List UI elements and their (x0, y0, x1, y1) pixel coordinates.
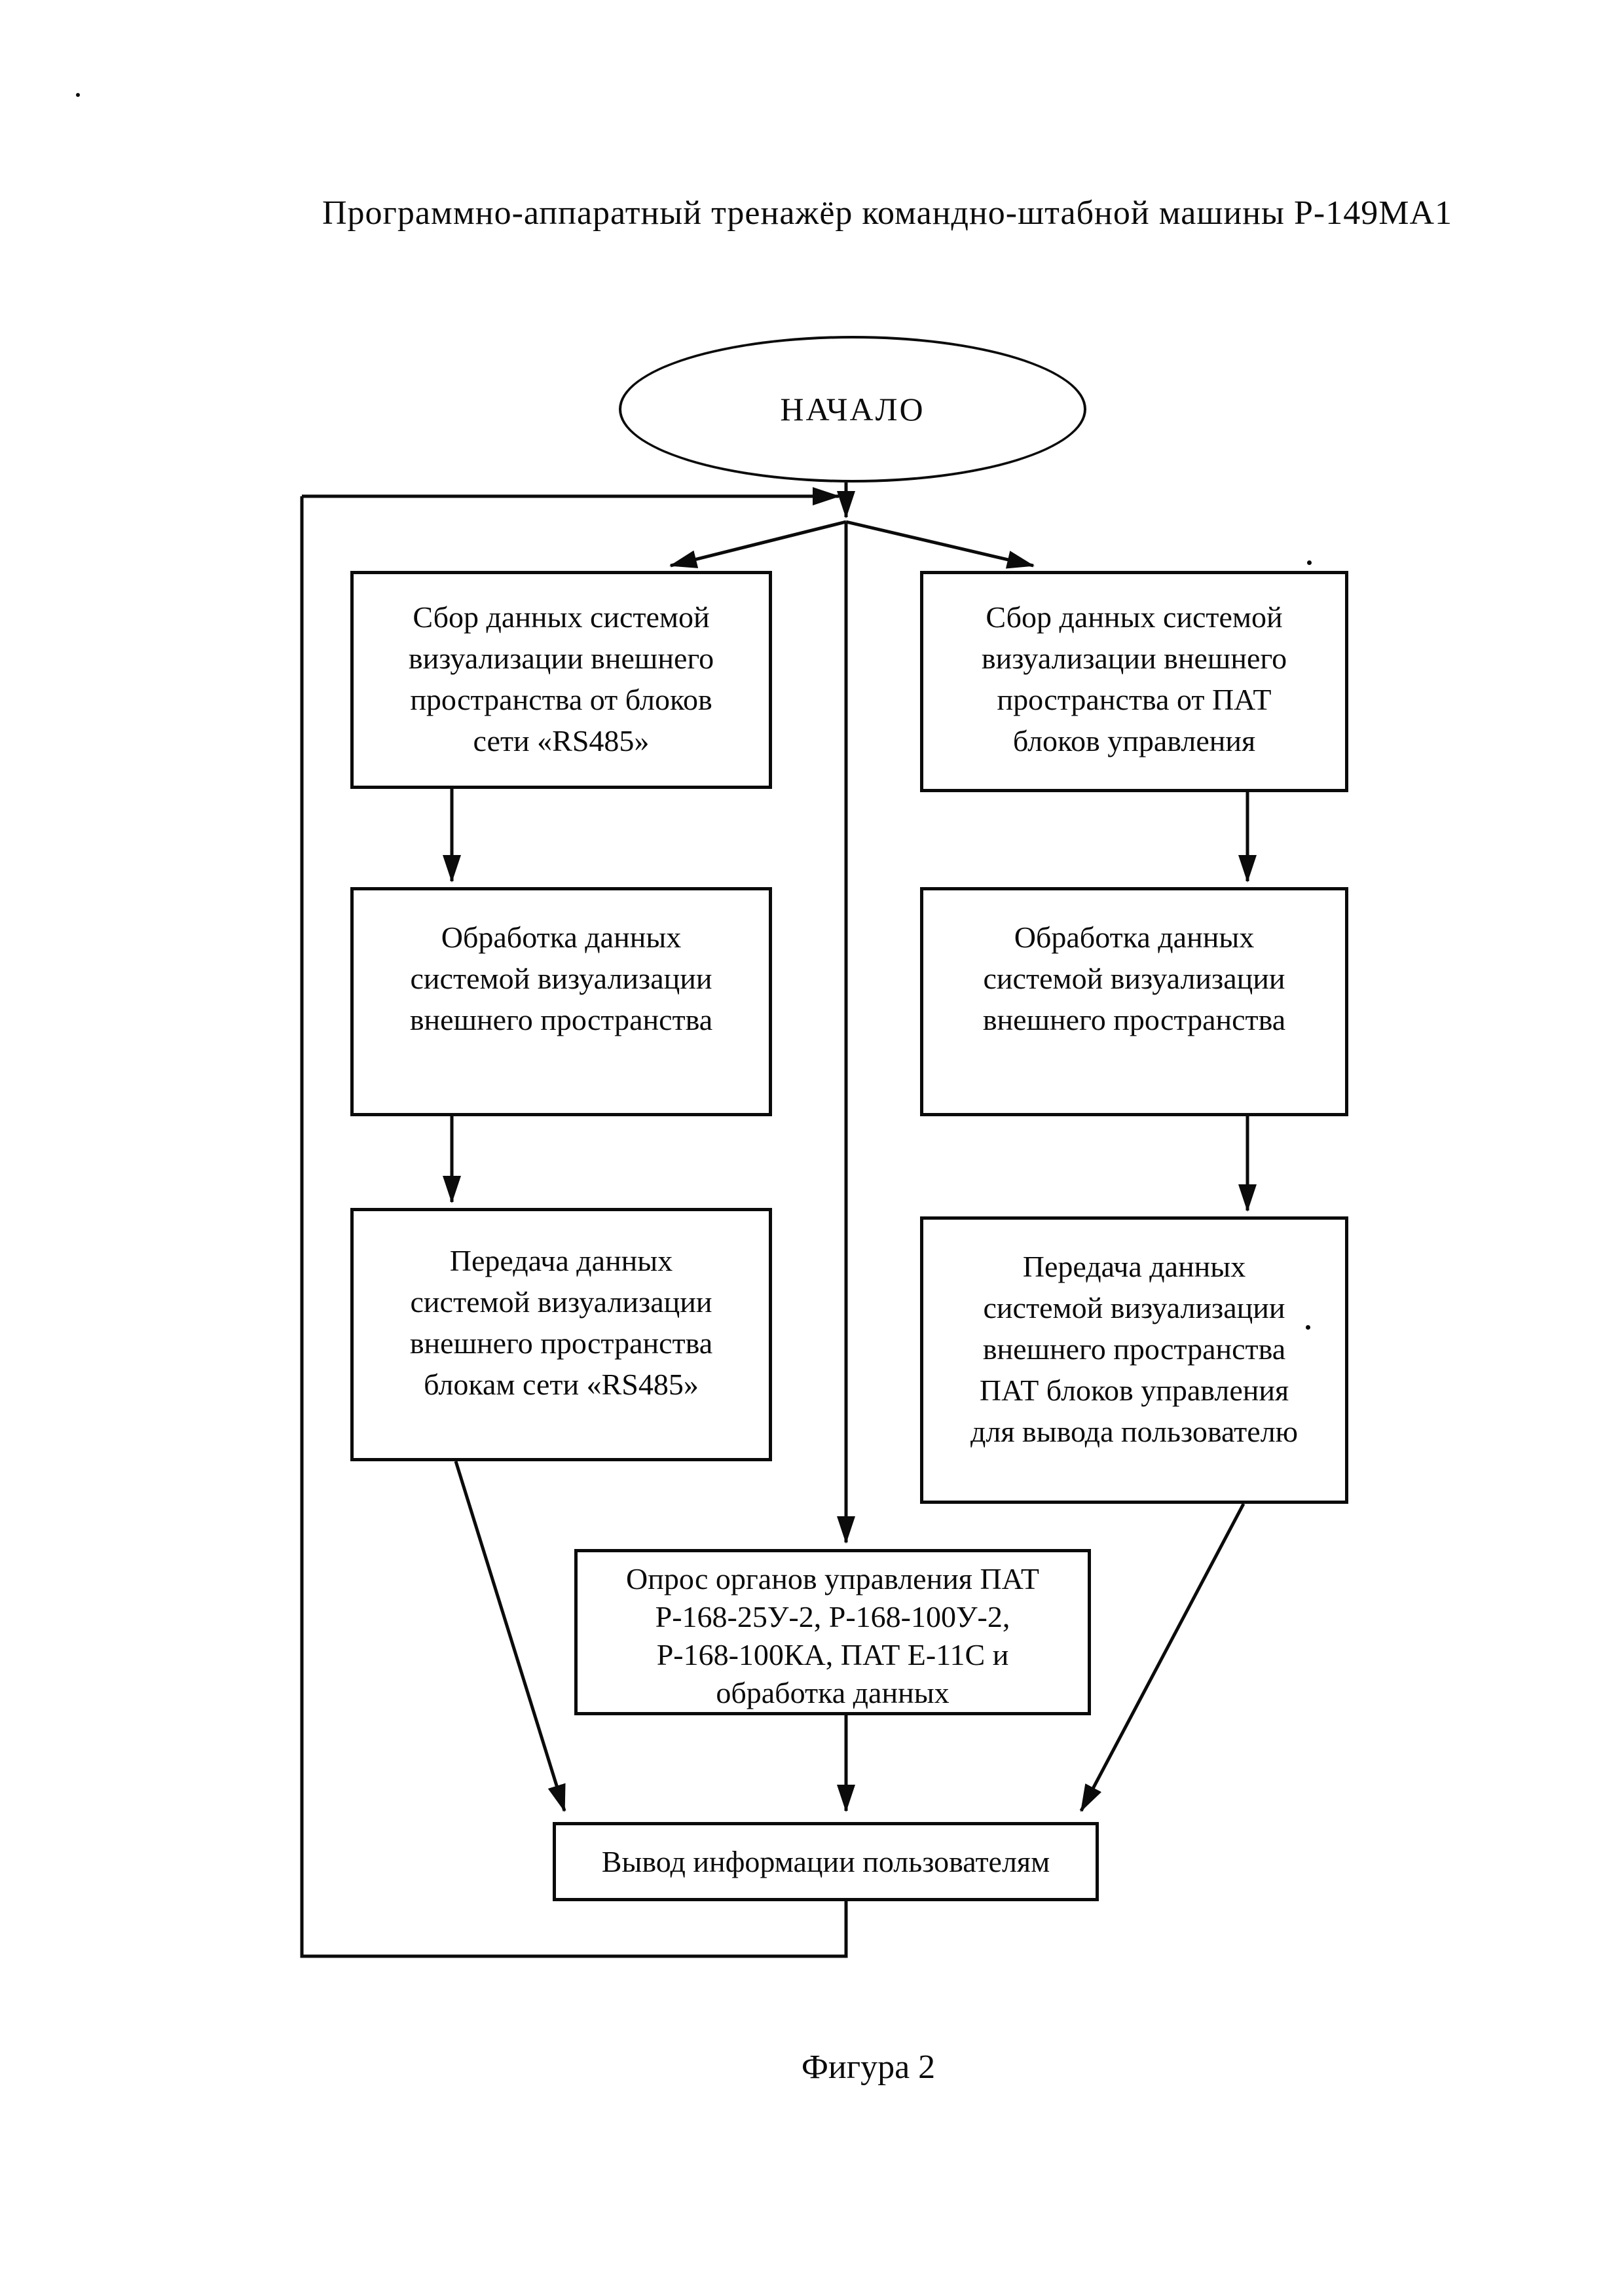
box-output-info: Вывод информации пользователям (553, 1822, 1099, 1901)
box-poll-controls: Опрос органов управления ПАТ Р-168-25У-2… (574, 1549, 1091, 1715)
box-process-svs-left: Обработка данных системой визуализации в… (350, 887, 772, 1116)
box-process-svs-right: Обработка данных системой визуализации в… (920, 887, 1348, 1116)
start-label: НАЧАЛО (780, 391, 925, 428)
box-transmit-pat-text: Передача данных системой визуализации вн… (970, 1250, 1299, 1448)
box-transmit-rs485-text: Передача данных системой визуализации вн… (409, 1244, 713, 1401)
line-l3-to-output (454, 1461, 566, 1812)
box-collect-rs485-text: Сбор данных системой визуализации внешне… (408, 600, 714, 757)
box-poll-controls-text: Опрос органов управления ПАТ Р-168-25У-2… (626, 1562, 1039, 1709)
scan-speck (1307, 560, 1312, 565)
box-collect-pat: Сбор данных системой визуализации внешне… (920, 571, 1348, 792)
line-diagonal-to-right-box (845, 520, 1035, 569)
figure-caption: Фигура 2 (801, 2049, 936, 2086)
path-feedback-loop (300, 496, 848, 1958)
box-output-info-text: Вывод информации пользователям (601, 1845, 1050, 1878)
scan-speck (76, 93, 80, 97)
line-r3-to-output (1079, 1503, 1246, 1812)
box-process-svs-right-text: Обработка данных системой визуализации в… (982, 920, 1286, 1036)
box-transmit-pat: Передача данных системой визуализации вн… (920, 1216, 1348, 1504)
start-node: НАЧАЛО (619, 336, 1086, 483)
box-collect-pat-text: Сбор данных системой визуализации внешне… (981, 600, 1287, 757)
box-collect-rs485: Сбор данных системой визуализации внешне… (350, 571, 772, 789)
line-diagonal-to-left-box (669, 520, 847, 568)
figure-title: Программно-аппаратный тренажёр командно-… (322, 194, 1453, 232)
box-process-svs-left-text: Обработка данных системой визуализации в… (409, 920, 713, 1036)
scan-speck (1306, 1325, 1310, 1330)
box-transmit-rs485: Передача данных системой визуализации вн… (350, 1208, 772, 1461)
